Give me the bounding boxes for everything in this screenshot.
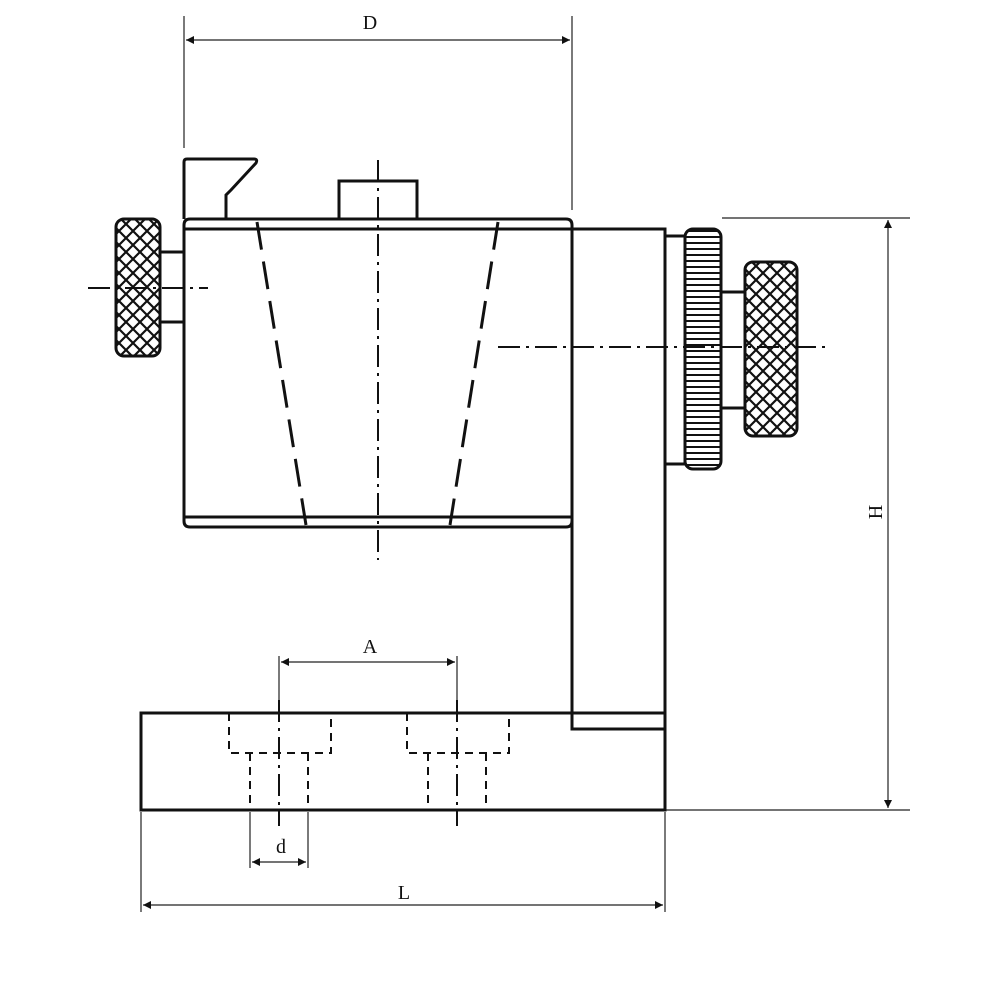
dimension-small-d: d bbox=[249, 812, 309, 868]
dimension-label-l: L bbox=[398, 882, 410, 904]
dimension-label-small-d: d bbox=[276, 836, 286, 858]
cylinder-body bbox=[182, 217, 574, 529]
right-knob-assembly bbox=[663, 227, 799, 471]
dimension-label-a: A bbox=[363, 636, 378, 658]
taper-line-right bbox=[448, 221, 500, 526]
dimension-d: D bbox=[183, 12, 573, 210]
dimension-h: H bbox=[666, 217, 910, 811]
right-knob-shaft bbox=[719, 290, 747, 410]
vertical-column bbox=[570, 227, 667, 731]
right-knurl-pattern bbox=[743, 260, 799, 438]
top-clamp-hook bbox=[182, 157, 259, 219]
dimension-label-d: D bbox=[363, 12, 377, 34]
right-ribbed-dial bbox=[683, 227, 723, 471]
top-boss bbox=[337, 179, 419, 219]
base-plate bbox=[139, 711, 667, 812]
taper-line-left bbox=[255, 221, 308, 526]
dimension-l: L bbox=[140, 812, 666, 912]
dimension-a: A bbox=[278, 636, 458, 706]
dimension-label-h: H bbox=[865, 505, 887, 519]
right-knob-collar bbox=[663, 234, 687, 466]
